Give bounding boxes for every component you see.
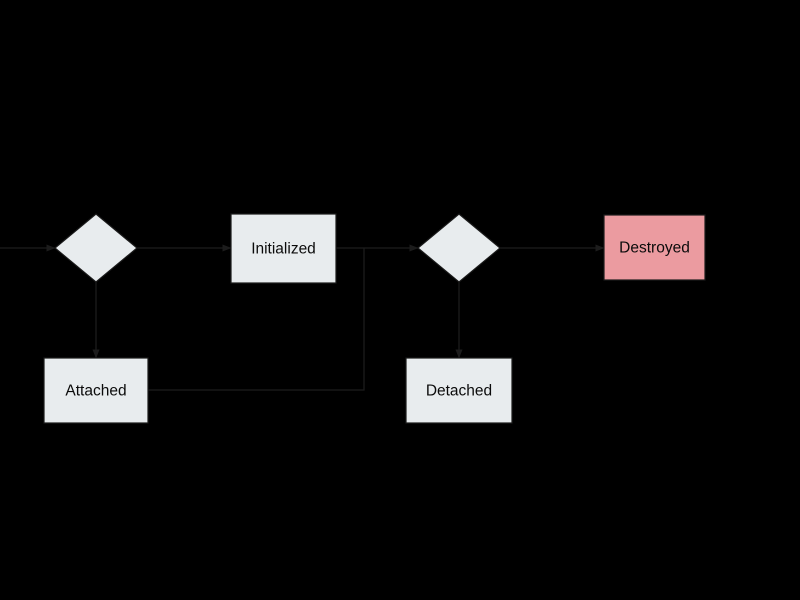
state-detached[interactable]: Detached xyxy=(405,357,513,424)
decision-node-2[interactable] xyxy=(417,213,501,283)
state-attached[interactable]: Attached xyxy=(43,357,149,424)
decision-node-1[interactable] xyxy=(54,213,138,283)
state-attached-shape[interactable] xyxy=(43,357,149,424)
state-destroyed[interactable]: Destroyed xyxy=(603,214,706,281)
state-destroyed-shape[interactable] xyxy=(603,214,706,281)
state-initialized[interactable]: Initialized xyxy=(230,213,337,284)
decision-node-1-shape[interactable] xyxy=(54,213,138,283)
decision-node-2-shape[interactable] xyxy=(417,213,501,283)
edges-layer xyxy=(0,244,605,391)
state-initialized-shape[interactable] xyxy=(230,213,337,284)
edge-attached-to-decision-2 xyxy=(148,248,365,391)
state-detached-shape[interactable] xyxy=(405,357,513,424)
